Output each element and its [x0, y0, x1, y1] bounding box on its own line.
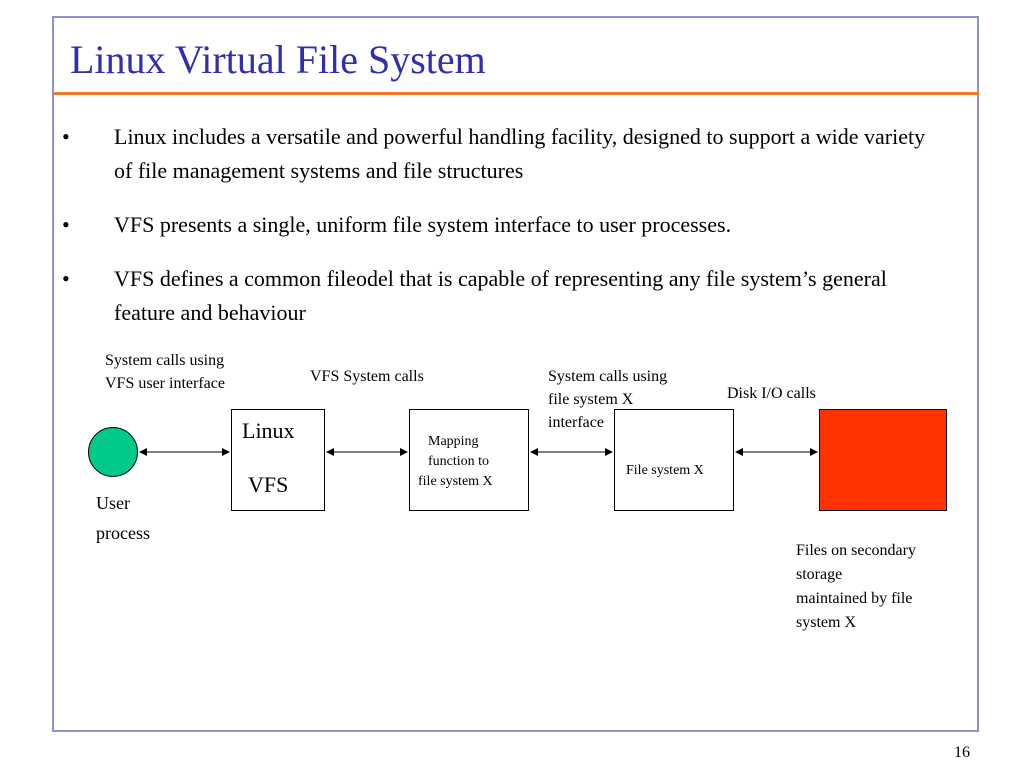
linux-vfs-line1: Linux	[242, 418, 295, 443]
bullet-text: VFS presents a single, uniform file syst…	[114, 212, 732, 237]
bullet-text: Linux includes a versatile and powerful …	[114, 124, 926, 183]
linux-vfs-box: Linux VFS	[231, 409, 325, 511]
mapping-function-box: Mapping function to file system X	[409, 409, 529, 511]
bullet-item: • Linux includes a versatile and powerfu…	[62, 120, 942, 188]
bullet-item: • VFS defines a common fileodel that is …	[62, 262, 942, 330]
label-user-line2: process	[96, 523, 150, 543]
label-files-line2: storage	[796, 566, 843, 583]
slide-title: Linux Virtual File System	[70, 37, 486, 82]
label-syscalls-fsx-line3: interface	[548, 414, 604, 431]
label-files-line3: maintained by file	[796, 590, 913, 607]
mapping-line3: file system X	[418, 474, 493, 489]
label-disk-io-calls: Disk I/O calls	[727, 385, 816, 402]
label-syscalls-fsx-line2: file system X	[548, 391, 634, 408]
bullet-text: VFS defines a common fileodel that is ca…	[114, 266, 887, 325]
bullet-marker: •	[62, 266, 70, 291]
label-files-line1: Files on secondary	[796, 542, 916, 559]
linux-vfs-line2: VFS	[248, 472, 289, 497]
bullet-marker: •	[62, 124, 70, 149]
bullet-item: • VFS presents a single, uniform file sy…	[62, 208, 942, 242]
bullet-list: • Linux includes a versatile and powerfu…	[62, 120, 942, 350]
label-files-line4: system X	[796, 614, 856, 631]
secondary-storage-box	[819, 409, 947, 511]
bullet-marker: •	[62, 212, 70, 237]
label-syscalls-vfs-line1: System calls using	[105, 352, 225, 369]
slide-frame	[52, 16, 979, 732]
mapping-line2: function to	[428, 454, 490, 469]
label-vfs-system-calls: VFS System calls	[310, 368, 424, 385]
mapping-line1: Mapping	[428, 434, 479, 449]
label-syscalls-vfs-line2: VFS user interface	[105, 375, 225, 392]
file-system-x-label: File system X	[626, 463, 704, 478]
file-system-x-box: File system X	[614, 409, 734, 511]
page-number: 16	[954, 744, 970, 761]
title-underline	[54, 92, 979, 95]
label-syscalls-fsx-line1: System calls using	[548, 368, 668, 385]
label-user-line1: User	[96, 493, 130, 513]
user-process-node	[88, 427, 138, 477]
